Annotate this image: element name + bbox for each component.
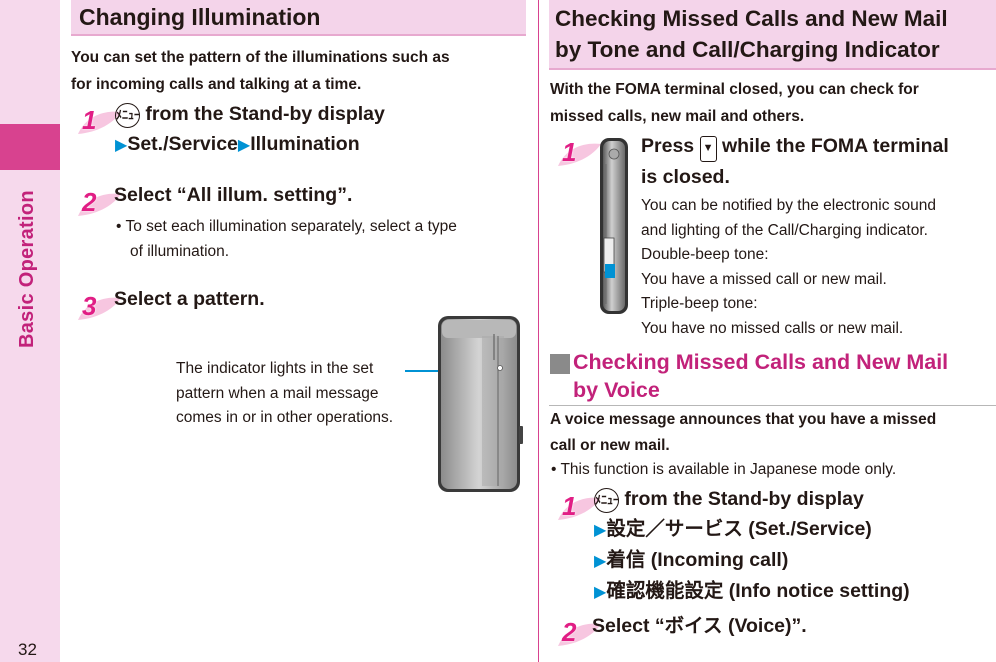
bullet-line: • To set each illumination separately, s…	[116, 218, 457, 235]
sidebar-tab-marker	[0, 124, 60, 170]
voice-intro: A voice message announces that you have …	[550, 407, 936, 459]
step-text: from the Stand-by display	[140, 103, 385, 125]
sidebar	[0, 0, 60, 662]
phone-side-view-illustration	[600, 138, 628, 314]
step-number-badge: 2	[74, 187, 126, 220]
menu-key-icon: ﾒﾆｭｰ	[115, 103, 140, 128]
menu-path-item: 確認機能設定 (Info notice setting)	[606, 580, 910, 602]
subheading-text: Checking Missed Calls and New Mail by Vo…	[573, 348, 948, 404]
arrow-icon: ▶	[594, 522, 607, 539]
voice-intro-line: A voice message announces that you have …	[550, 411, 937, 428]
arrow-icon: ▶	[115, 137, 128, 154]
down-key-icon: ▼	[699, 136, 717, 162]
step-number-badge: 1	[554, 491, 606, 524]
left-step2-bullet: • To set each illumination separately, s…	[116, 214, 457, 264]
bullet-line: of illumination.	[130, 243, 230, 260]
left-intro: You can set the pattern of the illuminat…	[71, 44, 450, 98]
voice-bullet: • This function is available in Japanese…	[551, 461, 897, 478]
body-line: and lighting of the Call/Charging indica…	[641, 221, 928, 239]
step-text: Press	[641, 135, 700, 157]
callout-line: comes in or in other operations.	[176, 409, 394, 426]
step-number-badge: 3	[74, 291, 126, 324]
body-line: Double-beep tone:	[641, 246, 769, 263]
body-line: You have no missed calls or new mail.	[641, 319, 904, 337]
menu-path-item: 設定／サービス (Set./Service)	[606, 518, 872, 540]
left-intro-line: You can set the pattern of the illuminat…	[71, 49, 450, 66]
right-step1-title-cont: is closed.	[641, 166, 730, 188]
left-step2-title: Select “All illum. setting”.	[114, 184, 353, 206]
right-step1-body: You can be notified by the electronic so…	[641, 194, 936, 341]
subheading-line: Checking Missed Calls and New Mail	[573, 350, 949, 374]
page-number: 32	[18, 640, 37, 659]
step-number-badge: 2	[554, 617, 606, 650]
right-step1-title: Press ▼ while the FOMA terminal	[641, 131, 949, 162]
body-line: Triple-beep tone:	[641, 295, 758, 312]
voice-intro-line: call or new mail.	[550, 437, 670, 454]
right-intro: With the FOMA terminal closed, you can c…	[550, 76, 919, 130]
menu-path-item: 着信 (Incoming call)	[606, 549, 789, 571]
menu-key-icon: ﾒﾆｭｰ	[594, 488, 619, 513]
arrow-icon: ▶	[237, 137, 251, 154]
section-heading-missed-calls: Checking Missed Calls and New Mail by To…	[549, 0, 996, 70]
step-number-badge: 1	[554, 137, 606, 170]
voice-step1-path: ▶確認機能設定 (Info notice setting)	[594, 576, 910, 608]
voice-step1-title: ﾒﾆｭｰ from the Stand-by display	[594, 484, 864, 515]
step-text: from the Stand-by display	[619, 488, 864, 510]
subheading-line: by Voice	[573, 378, 660, 402]
indicator-callout: The indicator lights in the set pattern …	[176, 357, 416, 431]
body-line: You have a missed call or new mail.	[641, 270, 887, 288]
heading-line: Checking Missed Calls and New Mail	[555, 6, 948, 31]
heading-line: by Tone and Call/Charging Indicator	[555, 37, 940, 62]
step-number-badge: 1	[74, 105, 126, 138]
left-intro-line: for incoming calls and talking at a time…	[71, 76, 362, 93]
left-step3-title: Select a pattern.	[114, 288, 265, 310]
menu-path-item: Set./Service	[127, 133, 238, 155]
callout-line: The indicator lights in the set	[176, 360, 374, 377]
right-intro-line: missed calls, new mail and others.	[550, 108, 805, 125]
subheading-voice: Checking Missed Calls and New Mail by Vo…	[549, 348, 996, 406]
voice-step1-path: ▶着信 (Incoming call)	[594, 545, 788, 577]
left-step1-path: ▶Set./Service▶Illumination	[115, 129, 360, 161]
column-divider	[538, 0, 539, 662]
step-text: while the FOMA terminal	[716, 135, 949, 157]
arrow-icon: ▶	[594, 584, 607, 601]
left-step1-title: ﾒﾆｭｰ from the Stand-by display	[115, 99, 385, 130]
square-marker-icon	[550, 354, 570, 374]
menu-path-item: Illumination	[250, 133, 360, 155]
callout-line: pattern when a mail message	[176, 384, 379, 402]
body-line: You can be notified by the electronic so…	[641, 197, 936, 214]
arrow-icon: ▶	[594, 553, 607, 570]
voice-step1-path: ▶設定／サービス (Set./Service)	[594, 514, 872, 546]
closed-phone-illustration	[438, 316, 523, 492]
voice-step2-title: Select “ボイス (Voice)”.	[592, 615, 807, 637]
section-heading-changing-illumination: Changing Illumination	[71, 0, 526, 36]
right-intro-line: With the FOMA terminal closed, you can c…	[550, 81, 919, 98]
